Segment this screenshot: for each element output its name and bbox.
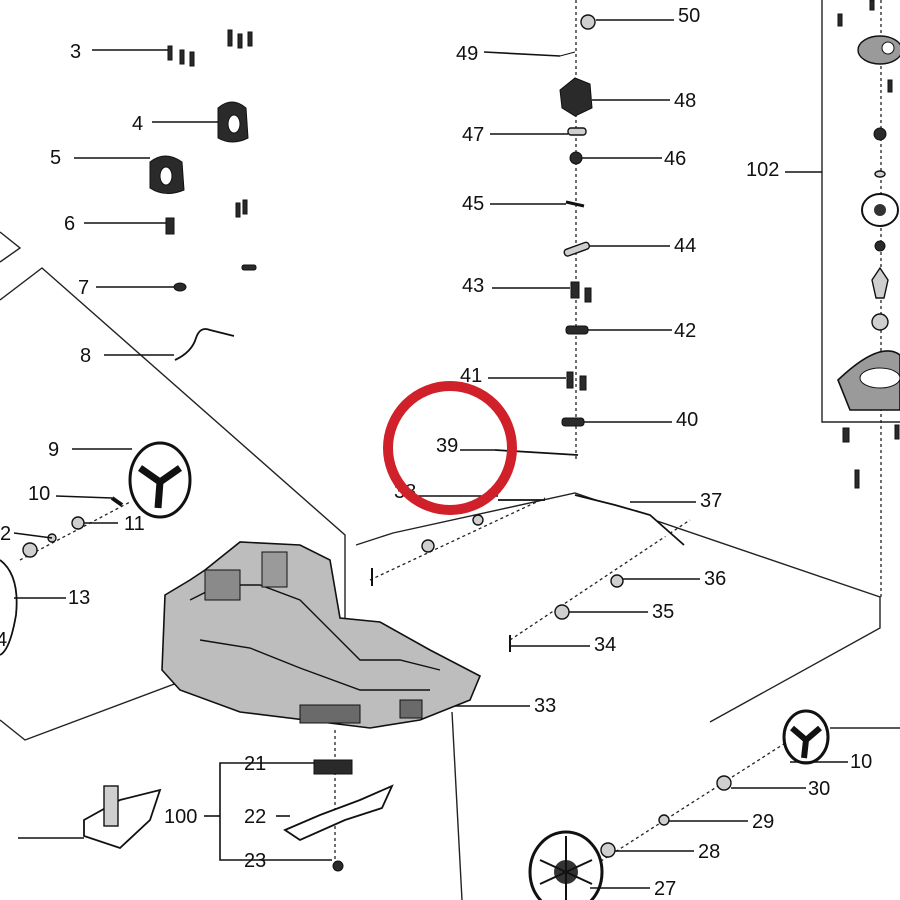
pin-45 — [565, 200, 585, 208]
callout-41: 41 — [460, 365, 482, 387]
washer-35 — [554, 604, 570, 620]
callout-29: 29 — [752, 811, 774, 833]
axle-dash-left — [19, 501, 131, 561]
callout-27: 27 — [654, 878, 676, 900]
clip-40 — [561, 417, 585, 427]
washer-2 — [22, 542, 38, 558]
callout-42: 42 — [674, 320, 696, 342]
callout-49: 49 — [456, 43, 478, 65]
pin-49 — [559, 51, 576, 57]
leader-lines — [13, 19, 848, 889]
callout-3: 3 — [70, 41, 81, 63]
rod-44 — [563, 241, 591, 257]
callout-39: 39 — [436, 435, 458, 457]
right-panel-frame — [355, 492, 881, 723]
callout-6: 6 — [64, 213, 75, 235]
callout-8: 8 — [80, 345, 91, 367]
bush-47 — [567, 127, 587, 136]
screw-set-top — [167, 29, 257, 271]
callout-50: 50 — [678, 5, 700, 27]
blade-holder-left — [83, 788, 162, 850]
callout-102: 102 — [746, 159, 779, 181]
blade-adapter-21 — [313, 759, 353, 775]
wheel-hubcap-10 — [782, 709, 830, 765]
screw-41 — [566, 371, 574, 389]
nut-7 — [173, 282, 187, 292]
callout-7: 7 — [78, 277, 89, 299]
callout-2: 2 — [0, 523, 11, 545]
callout-22: 22 — [244, 806, 266, 828]
washer-30 — [716, 775, 732, 791]
clip-42 — [565, 325, 589, 335]
knob-48 — [559, 77, 593, 117]
callout-100: 100 — [164, 806, 197, 828]
callout-47: 47 — [462, 124, 484, 146]
wheel-27 — [528, 830, 604, 900]
callout-46: 46 — [664, 148, 686, 170]
callout-11: 11 — [124, 513, 145, 535]
screw-43 — [570, 281, 580, 299]
callout-34: 34 — [594, 634, 616, 656]
rod-8 — [174, 328, 235, 361]
left-top-notch — [0, 231, 22, 263]
callout-44: 44 — [674, 235, 696, 257]
axle-dash-right — [509, 519, 691, 641]
highlight-circle — [383, 381, 517, 515]
ball-46 — [569, 151, 583, 165]
bolt-6 — [165, 217, 175, 235]
pivot-bracket-4 — [217, 101, 249, 143]
pin-10 — [110, 496, 124, 507]
callout-45: 45 — [462, 193, 484, 215]
callout-48: 48 — [674, 90, 696, 112]
callout-10-right: 10 — [850, 751, 872, 773]
engine-box-frame — [821, 0, 900, 423]
screw-43b — [584, 287, 592, 303]
callout-4-left: 4 — [0, 629, 7, 651]
washer-mid — [421, 539, 435, 553]
rod-37 — [574, 494, 685, 546]
mower-deck-33 — [161, 541, 482, 729]
callout-10: 10 — [28, 483, 50, 505]
callout-9: 9 — [48, 439, 59, 461]
washer-29 — [658, 814, 670, 826]
wheel-hubcap-9 — [128, 441, 192, 519]
callout-36: 36 — [704, 568, 726, 590]
engine-assembly-102 — [837, 0, 900, 489]
wheel-13 — [0, 559, 18, 656]
shaft-left — [103, 785, 119, 827]
washer-50 — [580, 14, 596, 30]
washer-28 — [600, 842, 616, 858]
washer-36 — [610, 574, 624, 588]
callout-28: 28 — [698, 841, 720, 863]
callout-4: 4 — [132, 113, 143, 135]
callout-5: 5 — [50, 147, 61, 169]
callout-30: 30 — [808, 778, 830, 800]
axle-dash-middle — [369, 497, 546, 581]
callout-37: 37 — [700, 490, 722, 512]
callout-35: 35 — [652, 601, 674, 623]
washer-mid-2 — [472, 514, 484, 526]
deck-drop-line — [451, 711, 463, 900]
callout-23: 23 — [244, 850, 266, 872]
blade-bolt-23 — [332, 860, 344, 872]
screw-41b — [579, 375, 587, 391]
callout-13: 13 — [68, 587, 90, 609]
callout-40: 40 — [676, 409, 698, 431]
callout-33: 33 — [534, 695, 556, 717]
pivot-bracket-5 — [149, 155, 185, 194]
washer-11 — [71, 516, 85, 530]
blade-22 — [283, 784, 394, 842]
left-panel-frame — [0, 267, 346, 741]
callout-43: 43 — [462, 275, 484, 297]
callout-21: 21 — [244, 753, 266, 775]
callout-labels: 3 4 5 6 7 8 9 10 11 2 13 4 21 22 23 100 … — [0, 5, 872, 900]
